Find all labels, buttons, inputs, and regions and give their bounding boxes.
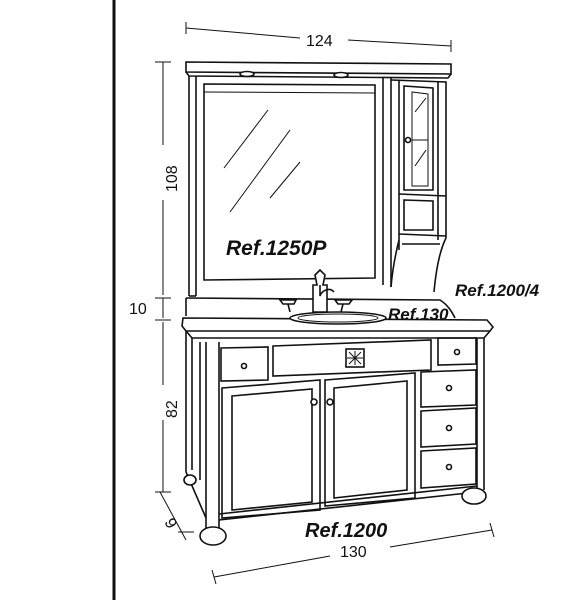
dimension-label-108: 108	[164, 165, 181, 192]
dimension-top-width: 124	[185, 22, 452, 52]
side-cabinet	[390, 79, 447, 293]
main-cabinet	[183, 331, 487, 546]
ref-label-vanity: Ref.1200	[305, 520, 387, 542]
dimension-base-height: 9	[159, 491, 194, 541]
mirror-unit	[185, 61, 452, 296]
countertop	[181, 311, 495, 339]
dimension-bottom-width: 130	[211, 522, 495, 585]
dimension-label-82: 82	[164, 400, 181, 418]
dimension-label-10: 10	[129, 301, 147, 318]
faucet	[278, 268, 354, 313]
dimension-label-130: 130	[340, 544, 367, 561]
backsplash	[185, 295, 456, 319]
ref-label-mirror: Ref.1250P	[226, 237, 327, 260]
dimension-label-9: 9	[161, 516, 180, 532]
ref-label-basin: Ref.130	[388, 305, 449, 324]
dimension-vertical: 108 10 82	[129, 61, 181, 493]
dimension-label-124: 124	[306, 33, 333, 50]
ref-label-side-cabinet: Ref.1200/4	[455, 281, 540, 300]
